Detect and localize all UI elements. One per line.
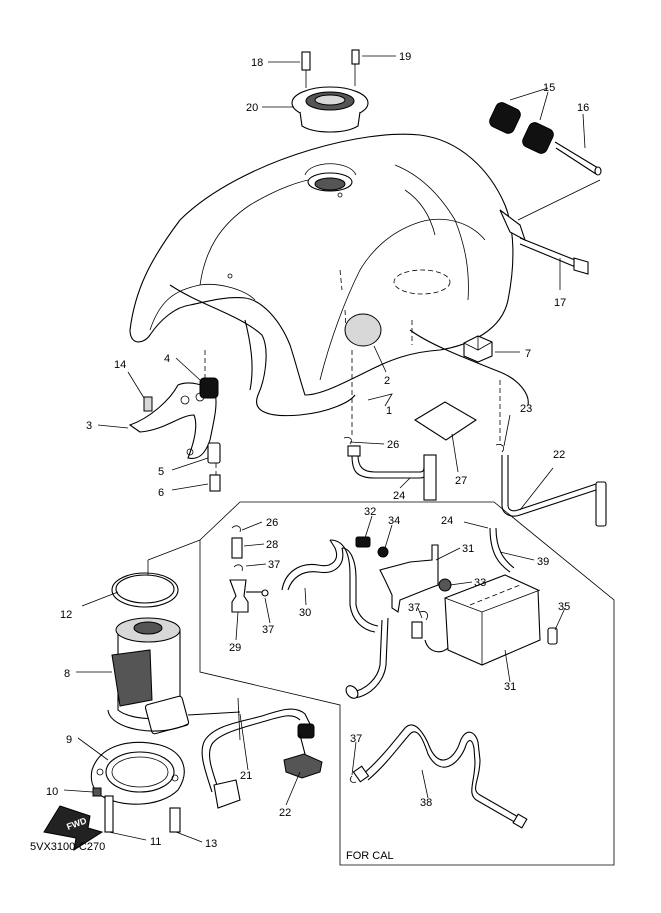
callout-2: 2 (384, 375, 390, 387)
part-27-sheet (413, 401, 478, 441)
callout-28: 28 (266, 539, 278, 551)
for-cal-region (199, 501, 615, 866)
callout-24-upper: 23 (520, 403, 532, 415)
canister-bracket (355, 536, 452, 613)
callout-4: 4 (164, 353, 170, 365)
part-7-block (463, 335, 493, 363)
callout-13: 13 (205, 838, 217, 850)
callout-26-upper: 26 (387, 439, 399, 451)
hoses-upper (343, 320, 607, 527)
callout-38: 38 (420, 797, 432, 809)
callout-29: 29 (229, 642, 241, 654)
callout-9: 9 (66, 734, 72, 746)
leader-lines (63, 55, 601, 843)
callout-20: 20 (246, 102, 258, 114)
callout-34: 33 (474, 577, 486, 589)
for-cal-caption: FOR CAL (346, 850, 394, 862)
o-ring (111, 572, 179, 608)
hose-30 (281, 539, 389, 699)
callout-37-c: 37 (408, 602, 420, 614)
callout-labels: 18 19 20 15 16 17 7 2 1 4 14 3 5 6 26 24… (46, 51, 589, 850)
callout-31: 31 (504, 681, 516, 693)
callout-15: 15 (543, 82, 555, 94)
pump-plate (90, 741, 185, 833)
callout-12: 12 (60, 609, 72, 621)
callout-1: 1 (386, 405, 392, 417)
figure-code: 5VX3100-C270 (30, 841, 105, 853)
callout-30: 30 (299, 607, 311, 619)
callout-5: 5 (158, 466, 164, 478)
callout-35: 34 (388, 515, 400, 527)
wire-harness (201, 708, 323, 809)
callout-24-lower: 24 (441, 515, 453, 527)
callout-19: 19 (399, 51, 411, 63)
callout-10: 10 (46, 786, 58, 798)
callout-8: 8 (64, 668, 70, 680)
callout-33: 32 (364, 506, 376, 518)
callout-21: 21 (240, 770, 252, 782)
callout-39: 39 (537, 556, 549, 568)
callout-25: 24 (393, 490, 405, 502)
fuel-tank (129, 133, 529, 417)
callout-36: 35 (558, 601, 570, 613)
callout-27: 27 (455, 475, 467, 487)
callout-14: 14 (114, 359, 126, 371)
callout-6: 6 (158, 487, 164, 499)
damper-and-bolt-parts (489, 102, 602, 275)
vent-fitting-stack (229, 525, 269, 613)
callout-26-lower: 26 (266, 517, 278, 529)
callout-37-a: 37 (268, 559, 280, 571)
filler-cap-assembly (291, 49, 369, 133)
callout-17: 17 (554, 297, 566, 309)
callout-23: 22 (553, 449, 565, 461)
fwd-arrow-icon: FWD (43, 805, 104, 852)
callout-37-b: 37 (262, 624, 274, 636)
fuel-pump (107, 617, 241, 735)
callout-3: 3 (86, 420, 92, 432)
callout-22: 22 (279, 807, 291, 819)
hose-39 (489, 527, 515, 573)
callout-7: 7 (525, 348, 531, 360)
charcoal-canister (411, 574, 558, 666)
callout-16: 16 (577, 102, 589, 114)
callout-32: 31 (462, 543, 474, 555)
callout-37-d: 37 (350, 733, 362, 745)
callout-18: 18 (251, 57, 263, 69)
bracket-assembly (128, 350, 221, 492)
callout-11: 11 (150, 836, 161, 848)
hose-38 (349, 724, 528, 829)
